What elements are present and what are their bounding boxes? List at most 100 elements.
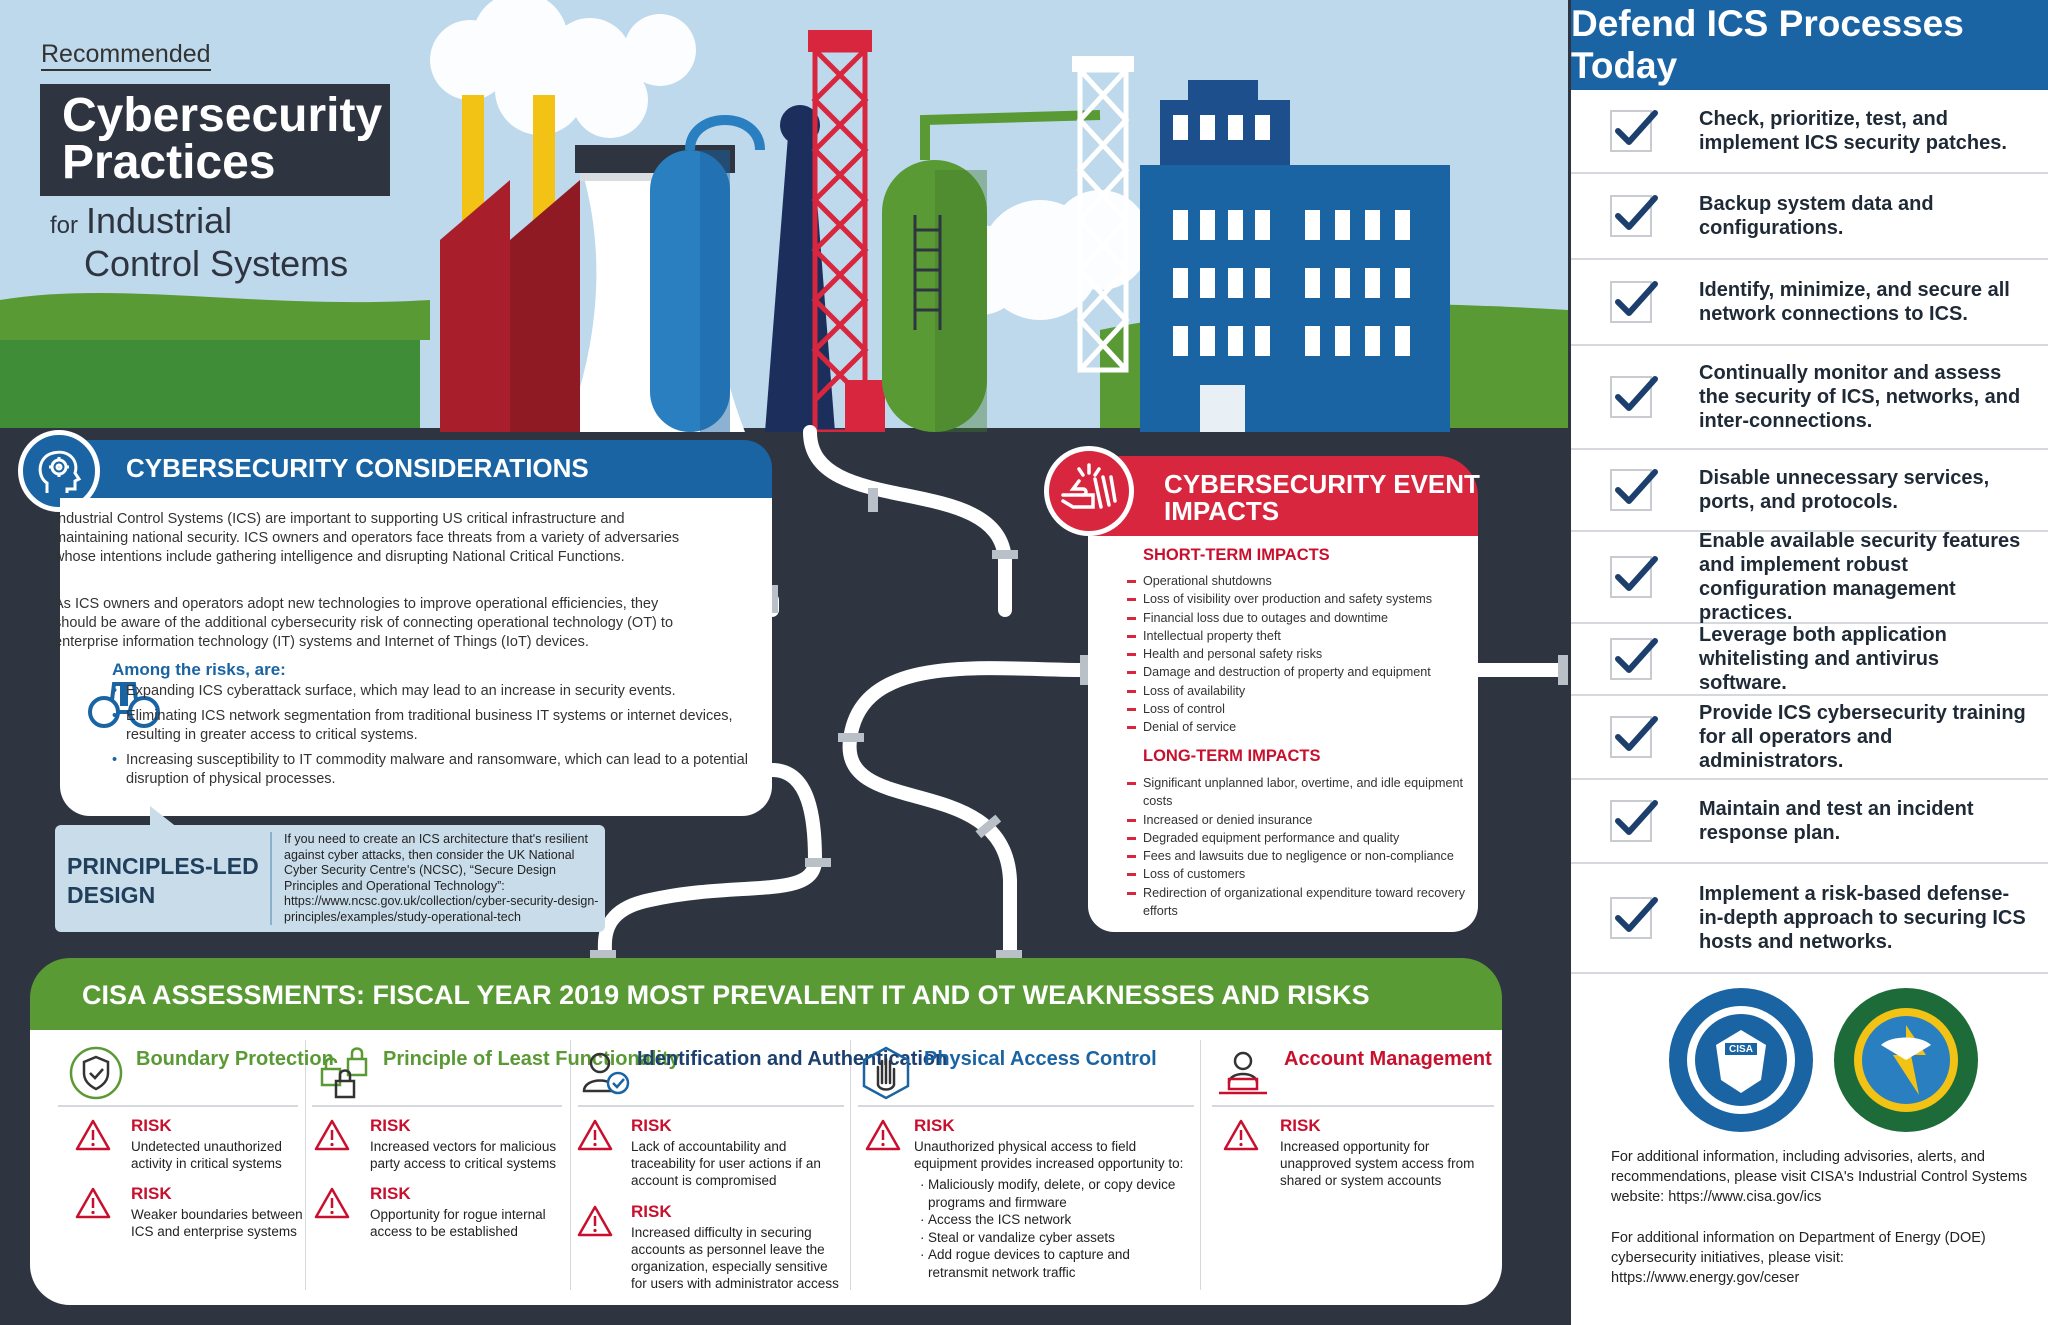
warning-triangle-icon xyxy=(577,1119,613,1151)
impacts-title: CYBERSECURITY EVENT IMPACTS xyxy=(1164,469,1480,526)
principles-box: PRINCIPLES-LED DESIGN If you need to cre… xyxy=(55,825,605,932)
callout-pointer xyxy=(150,806,178,828)
warning-triangle-icon xyxy=(577,1205,613,1237)
column-divider xyxy=(305,1040,306,1290)
risk-bullet: Increasing susceptibility to IT commodit… xyxy=(112,751,752,789)
hero-sub-line2: Control Systems xyxy=(84,243,349,284)
impacts-card xyxy=(1088,536,1478,932)
defend-item-text: Check, prioritize, test, and implement I… xyxy=(1699,108,2007,154)
hero-title-line1: Cybersecurity xyxy=(62,89,383,142)
short-term-title: SHORT-TERM IMPACTS xyxy=(1143,546,1330,564)
checkmark-icon xyxy=(1610,556,1658,598)
category-physical-access: Physical Access Control xyxy=(924,1048,1157,1070)
hero-recommended: Recommended xyxy=(41,42,211,71)
checkmark-icon xyxy=(1610,638,1658,680)
warning-triangle-icon xyxy=(75,1187,111,1219)
impact-item: Degraded equipment performance and quali… xyxy=(1125,829,1475,847)
impact-item: Loss of visibility over production and s… xyxy=(1125,590,1475,608)
warning-triangle-icon xyxy=(865,1119,901,1151)
footer-cisa-info: For additional information, including ad… xyxy=(1611,1149,2028,1205)
principles-text: If you need to create an ICS architectur… xyxy=(270,832,605,925)
defend-item-text: Continually monitor and assess the secur… xyxy=(1699,362,2021,432)
risk-label: RISK xyxy=(1280,1116,1321,1135)
long-term-title: LONG-TERM IMPACTS xyxy=(1143,747,1321,765)
hand-stop-icon xyxy=(862,1046,910,1100)
risk-label: RISK xyxy=(370,1184,411,1203)
cisa-seal-icon: CISA xyxy=(1669,988,1813,1132)
risk-label: RISK xyxy=(131,1184,172,1203)
impact-item: Denial of service xyxy=(1125,718,1475,736)
column-divider xyxy=(1200,1040,1201,1290)
risk-label: RISK xyxy=(370,1116,411,1135)
impact-item: Intellectual property theft xyxy=(1125,627,1475,645)
cisa-seal-center: CISA xyxy=(1729,1044,1753,1055)
hand-alert-icon xyxy=(1044,446,1134,536)
pipe-network xyxy=(590,425,1568,962)
risk-label: RISK xyxy=(631,1202,672,1221)
impact-item: Significant unplanned labor, overtime, a… xyxy=(1125,774,1475,811)
defend-checklist: Check, prioritize, test, and implement I… xyxy=(1571,90,2048,974)
impact-item: Damage and destruction of property and e… xyxy=(1125,663,1475,681)
defend-item: Identify, minimize, and secure all netwo… xyxy=(1571,260,2048,346)
considerations-header: CYBERSECURITY CONSIDERATIONS xyxy=(60,440,772,498)
considerations-title: CYBERSECURITY CONSIDERATIONS xyxy=(126,453,589,483)
risk-text: Weaker boundaries between ICS and enterp… xyxy=(131,1207,303,1239)
hero-title: Cybersecurity Practices xyxy=(40,84,390,196)
sub-risk-item: Maliciously modify, delete, or copy devi… xyxy=(920,1176,1180,1211)
defend-item-text: Provide ICS cybersecurity training for a… xyxy=(1699,702,2026,772)
category-underline xyxy=(1212,1105,1494,1107)
checkmark-icon xyxy=(1610,376,1658,418)
hero-sub-for: for xyxy=(50,212,79,239)
defend-item: Enable available security features and i… xyxy=(1571,530,2048,624)
defend-item-text: Backup system data and configurations. xyxy=(1699,193,1934,239)
impact-item: Financial loss due to outages and downti… xyxy=(1125,609,1475,627)
considerations-paragraph-1: Industrial Control Systems (ICS) are imp… xyxy=(54,511,680,565)
defend-item: Implement a risk-based defense-in-depth … xyxy=(1571,864,2048,974)
risk-label: RISK xyxy=(914,1116,955,1135)
risk-text: Increased opportunity for unapproved sys… xyxy=(1280,1139,1475,1188)
risks-list: Expanding ICS cyberattack surface, which… xyxy=(112,682,752,795)
checkmark-icon xyxy=(1610,195,1658,237)
impact-item: Increased or denied insurance xyxy=(1125,811,1475,829)
category-identification-authentication: Identification and Authentication xyxy=(637,1048,948,1070)
defend-item: Backup system data and configurations. xyxy=(1571,174,2048,260)
impact-item: Loss of availability xyxy=(1125,682,1475,700)
defend-item-text: Maintain and test an incident response p… xyxy=(1699,798,1974,844)
padlocks-icon xyxy=(320,1047,368,1099)
impact-item: Loss of customers xyxy=(1125,865,1475,883)
risk-label: RISK xyxy=(631,1116,672,1135)
industrial-plant-illustration xyxy=(0,0,1568,432)
column-divider xyxy=(850,1040,851,1290)
defend-item-text: Implement a risk-based defense-in-depth … xyxy=(1699,883,2026,953)
category-underline xyxy=(312,1105,562,1107)
checkmark-icon xyxy=(1610,110,1658,152)
checkmark-icon xyxy=(1610,469,1658,511)
footer-doe-info: For additional information on Department… xyxy=(1611,1230,1986,1286)
assessments-header: CISA ASSESSMENTS: FISCAL YEAR 2019 MOST … xyxy=(30,958,1502,1030)
defend-item-text: Enable available security features and i… xyxy=(1699,530,2021,624)
defend-item: Leverage both application whitelisting a… xyxy=(1571,624,2048,696)
defend-checklist-panel: Defend ICS Processes Today Check, priori… xyxy=(1568,0,2048,1325)
column-divider xyxy=(570,1040,571,1290)
risk-text: Unauthorized physical access to field eq… xyxy=(914,1139,1184,1171)
long-term-list: Significant unplanned labor, overtime, a… xyxy=(1125,774,1475,920)
risk-text: Increased vectors for malicious party ac… xyxy=(370,1139,557,1171)
defend-item: Maintain and test an incident response p… xyxy=(1571,780,2048,864)
defend-item: Check, prioritize, test, and implement I… xyxy=(1571,90,2048,174)
risk-text: Lack of accountability and traceability … xyxy=(631,1139,821,1188)
checkmark-icon xyxy=(1610,281,1658,323)
impact-item: Fees and lawsuits due to negligence or n… xyxy=(1125,847,1475,865)
user-check-icon xyxy=(582,1052,630,1095)
defend-item: Continually monitor and assess the secur… xyxy=(1571,346,2048,450)
checkmark-icon xyxy=(1610,716,1658,758)
warning-triangle-icon xyxy=(1223,1119,1259,1151)
checkmark-icon xyxy=(1610,897,1658,939)
category-underline xyxy=(58,1105,298,1107)
defend-item-text: Identify, minimize, and secure all netwo… xyxy=(1699,279,2010,325)
sub-risk-item: Steal or vandalize cyber assets xyxy=(920,1229,1180,1247)
risk-text: Increased difficulty in securing account… xyxy=(631,1225,839,1291)
hero-title-line2: Practices xyxy=(62,136,276,189)
risk-text: Undetected unauthorized activity in crit… xyxy=(131,1139,282,1171)
